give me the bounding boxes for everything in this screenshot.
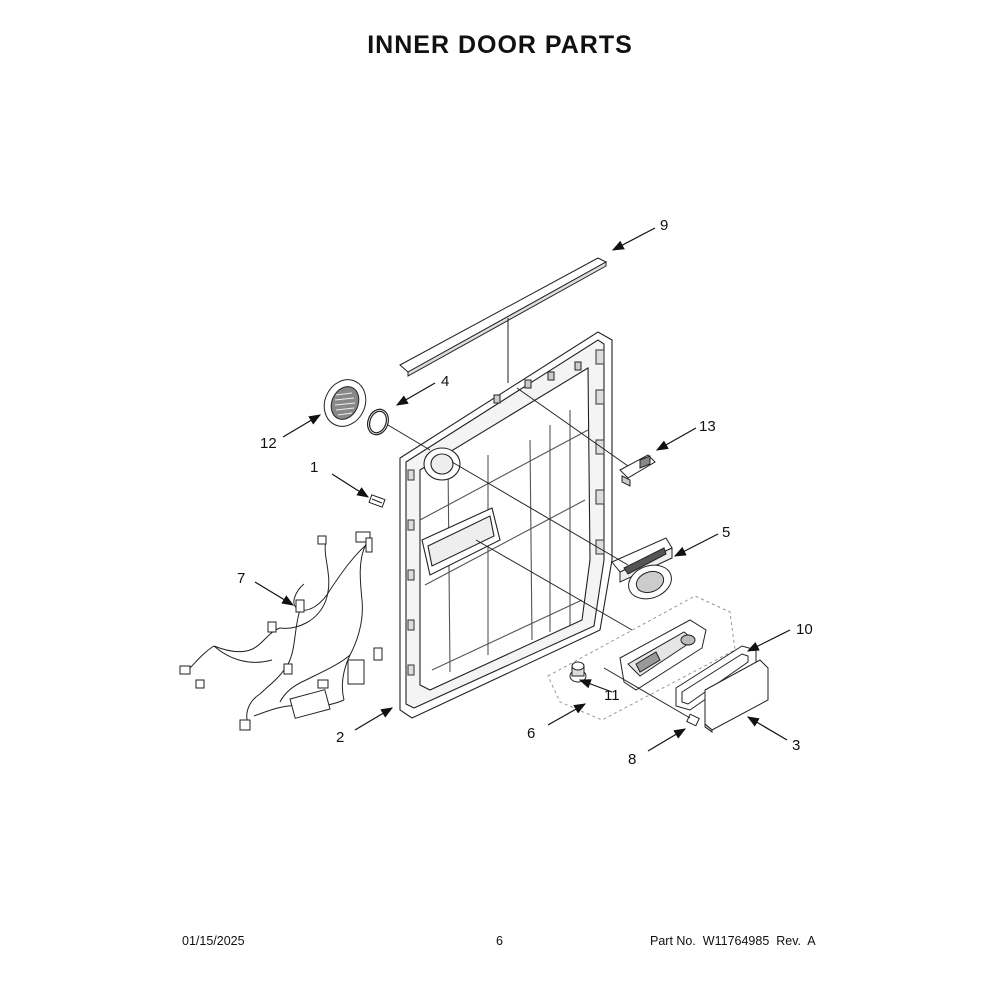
- callout-arrows: [254, 227, 791, 752]
- part-11-rinse-aid-cap[interactable]: [569, 661, 587, 683]
- callout-5: 5: [722, 524, 730, 541]
- callout-12: 12: [260, 435, 277, 452]
- part-12-vent-grille[interactable]: [317, 373, 374, 433]
- callout-8: 8: [628, 751, 636, 768]
- part-2-inner-door-panel[interactable]: [399, 331, 613, 719]
- arrow-10: [746, 629, 791, 652]
- arrow-9: [611, 227, 656, 251]
- arrow-11: [578, 679, 613, 693]
- part-4-gasket-ring[interactable]: [364, 406, 392, 437]
- part-8-screw[interactable]: [686, 713, 700, 727]
- callout-11: 11: [604, 687, 620, 704]
- callout-2: 2: [336, 729, 344, 746]
- part-13-door-latch[interactable]: [619, 454, 656, 487]
- arrow-4: [395, 382, 436, 406]
- arrow-7: [254, 581, 295, 606]
- footer-page-number: 6: [496, 934, 503, 948]
- part-3-dispenser-cover[interactable]: [704, 659, 769, 733]
- arrow-6: [547, 703, 587, 726]
- part-7-wire-harness[interactable]: [179, 531, 383, 731]
- arrow-5: [673, 533, 719, 557]
- footer-date: 01/15/2025: [182, 934, 245, 948]
- callout-3: 3: [792, 737, 800, 754]
- footer-part-number: Part No. W11764985 Rev. A: [650, 934, 816, 948]
- callout-9: 9: [660, 217, 668, 234]
- arrow-1: [331, 473, 370, 498]
- part-5-vent-assembly[interactable]: [611, 537, 676, 605]
- arrow-13: [655, 427, 697, 451]
- callout-1: 1: [310, 459, 318, 476]
- part-10-dispenser-gasket[interactable]: [675, 645, 757, 711]
- part-6-dispenser-assembly[interactable]: [547, 595, 736, 721]
- callout-6: 6: [527, 725, 535, 742]
- arrow-2: [354, 707, 394, 731]
- arrow-8: [647, 728, 687, 752]
- part-9-top-trim[interactable]: [399, 257, 608, 383]
- page-title: INNER DOOR PARTS: [367, 31, 633, 59]
- callout-7: 7: [237, 570, 245, 587]
- callout-10: 10: [796, 621, 813, 638]
- callout-13: 13: [699, 418, 716, 435]
- arrow-3: [746, 716, 788, 741]
- part-1-screw[interactable]: [368, 494, 386, 508]
- callout-4: 4: [441, 373, 449, 390]
- arrow-12: [282, 414, 322, 438]
